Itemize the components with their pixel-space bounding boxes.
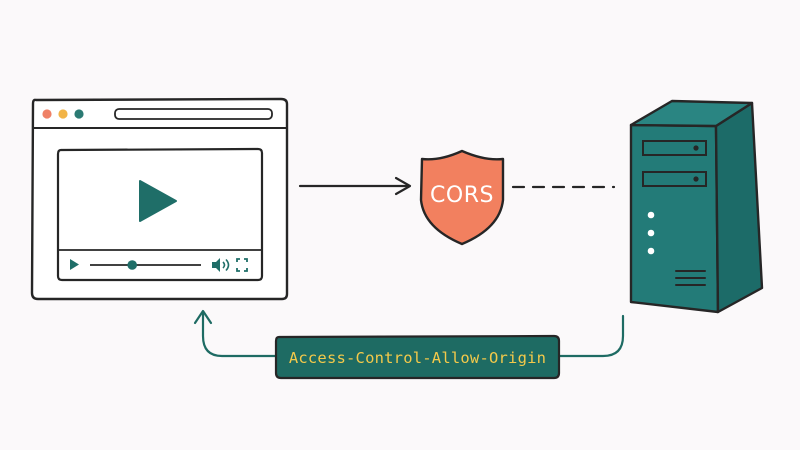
- server-front: [629, 123, 720, 314]
- volume-icon[interactable]: [212, 258, 230, 272]
- progress-knob[interactable]: [127, 260, 137, 270]
- window-close-dot[interactable]: [42, 109, 52, 119]
- server-vent: [675, 270, 706, 286]
- response-arrow: [193, 309, 625, 358]
- response-header-badge: Access-Control-Allow-Origin: [274, 334, 561, 380]
- request-arrow: [298, 176, 412, 196]
- drive-bay-2-light: [693, 176, 699, 182]
- response-header-label: Access-Control-Allow-Origin: [289, 349, 546, 367]
- control-play-icon[interactable]: [70, 259, 79, 270]
- video-player[interactable]: [56, 147, 264, 282]
- video-frame: [56, 147, 264, 282]
- server-side: [714, 101, 764, 314]
- response-header-box: [274, 334, 561, 380]
- address-bar[interactable]: [114, 108, 273, 120]
- window-minimize-dot[interactable]: [58, 109, 68, 119]
- browser-window: [30, 97, 289, 301]
- status-light-3: [647, 247, 655, 255]
- shield-icon: [419, 149, 505, 246]
- server-tower-icon: [629, 99, 764, 314]
- drive-bay-1-light: [693, 145, 699, 151]
- window-maximize-dot[interactable]: [74, 109, 84, 119]
- drive-bay-2: [642, 171, 707, 187]
- play-icon[interactable]: [139, 180, 177, 222]
- status-light-2: [647, 229, 655, 237]
- drive-bay-1: [642, 140, 707, 156]
- cors-shield: CORS: [419, 149, 505, 246]
- fullscreen-icon[interactable]: [236, 258, 248, 272]
- status-light-1: [647, 211, 655, 219]
- server-top: [629, 99, 754, 128]
- shield-label: CORS: [430, 183, 494, 208]
